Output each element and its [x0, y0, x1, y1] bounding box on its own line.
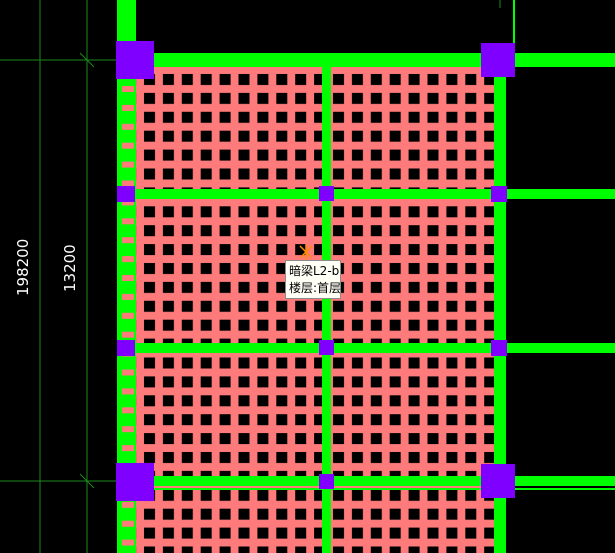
beam-mid-vertical[interactable] — [322, 65, 331, 553]
wall-dash — [122, 539, 134, 546]
column-mid-1[interactable] — [319, 186, 334, 201]
column-top-right[interactable] — [481, 43, 515, 77]
wall-dash — [122, 407, 134, 414]
wall-dash — [122, 180, 134, 187]
element-tooltip: 暗梁L2-b 楼层:首层 — [285, 260, 341, 299]
wall-dash — [122, 426, 134, 433]
wall-dash — [122, 388, 134, 395]
column-top-left[interactable] — [116, 41, 154, 79]
dimension-lines — [0, 0, 501, 553]
beam-top-edge-left[interactable] — [117, 0, 120, 10]
column-left-2[interactable] — [117, 340, 135, 356]
beam-bottom[interactable] — [133, 476, 615, 486]
wall-dash — [122, 369, 134, 376]
column-right-1[interactable] — [491, 186, 507, 202]
tooltip-element-name: 暗梁L2-b — [289, 264, 340, 278]
beam-left-inner[interactable] — [133, 0, 136, 553]
column-right-2[interactable] — [491, 340, 507, 356]
tooltip-floor: 楼层:首层 — [289, 281, 342, 295]
wall-dash — [122, 123, 134, 130]
wall-dash — [122, 199, 134, 206]
dimension-outer-label: 198200 — [14, 238, 32, 296]
wall-dash — [122, 275, 134, 281]
column-left-1[interactable] — [117, 186, 135, 202]
column-bottom-left[interactable] — [116, 463, 154, 501]
columns[interactable] — [116, 41, 515, 501]
wall-dash — [122, 520, 134, 527]
wall-dash — [122, 104, 134, 111]
wall-dash — [122, 501, 134, 508]
dimension-inner-label: 13200 — [61, 244, 79, 292]
cursor-crosshair-icon — [299, 244, 313, 260]
wall-dash — [122, 161, 134, 168]
column-bottom-right[interactable] — [481, 464, 515, 498]
beam-h-2[interactable] — [133, 343, 615, 353]
wall-dash — [122, 218, 134, 225]
wall-dash — [122, 445, 134, 452]
wall-dash — [122, 331, 134, 338]
wall-dash — [122, 142, 134, 149]
beam-top[interactable] — [133, 53, 615, 65]
column-mid-2[interactable] — [319, 340, 334, 355]
beam-top-outline — [133, 0, 615, 490]
wall-dash — [122, 237, 134, 244]
column-mid-3[interactable] — [319, 474, 334, 489]
wall-dash — [122, 293, 134, 300]
beam-h-1[interactable] — [133, 189, 615, 199]
slab-area[interactable] — [133, 66, 494, 553]
wall-dash — [122, 86, 134, 92]
beam-right[interactable] — [494, 60, 506, 553]
wall-dash — [122, 256, 134, 263]
wall-dash — [122, 312, 134, 319]
